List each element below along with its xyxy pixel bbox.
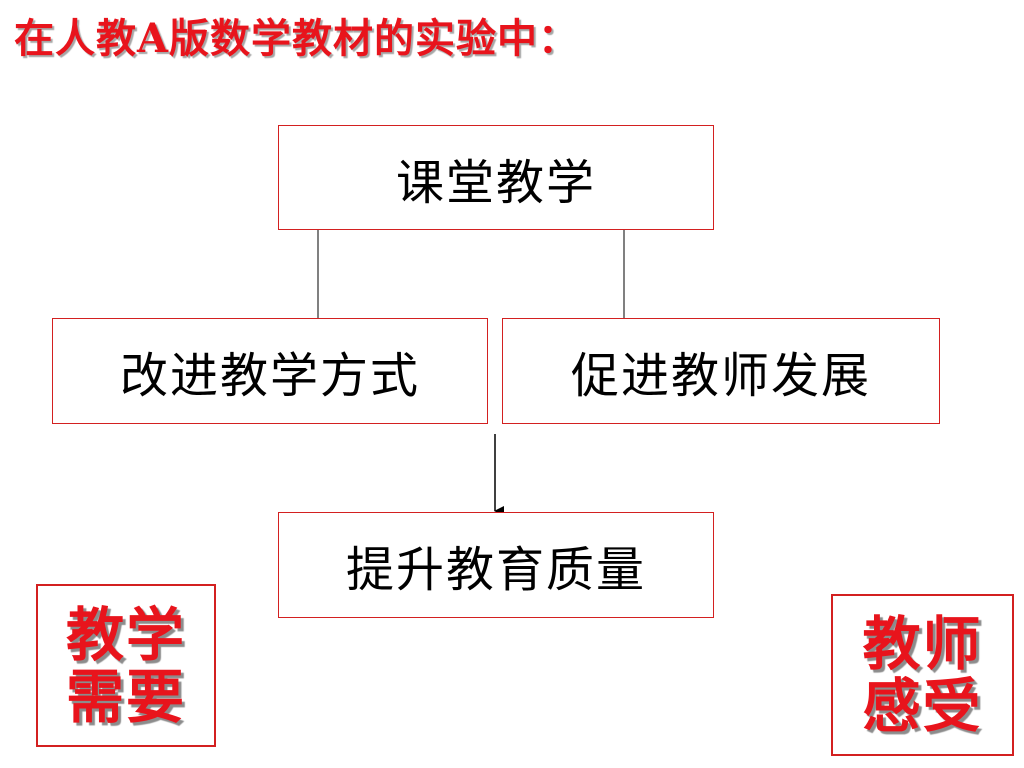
box-improve-education-quality: 提升教育质量 [278, 512, 714, 618]
box-classroom-teaching-label: 课堂教学 [395, 154, 596, 211]
stamp-teaching-needs: 教学 需要 [36, 584, 216, 747]
stamp-teacher-feelings: 教师 感受 [831, 594, 1014, 756]
box-promote-teacher-development: 促进教师发展 [502, 318, 940, 424]
box-improve-education-quality-label: 提升教育质量 [345, 542, 646, 598]
box-improve-teaching-methods: 改进教学方式 [52, 318, 488, 424]
page-title: 在人教A版数学教材的实验中： [14, 15, 580, 62]
box-classroom-teaching: 课堂教学 [278, 125, 714, 230]
box-promote-teacher-development-label: 促进教师发展 [570, 348, 871, 404]
box-improve-teaching-methods-label: 改进教学方式 [119, 348, 420, 404]
stamp-teacher-feelings-line2: 感受 [862, 672, 983, 740]
stamp-teaching-needs-line1: 教学 [65, 600, 186, 669]
stamp-teaching-needs-line2: 需要 [65, 662, 186, 731]
stamp-teacher-feelings-line1: 教师 [862, 610, 983, 678]
